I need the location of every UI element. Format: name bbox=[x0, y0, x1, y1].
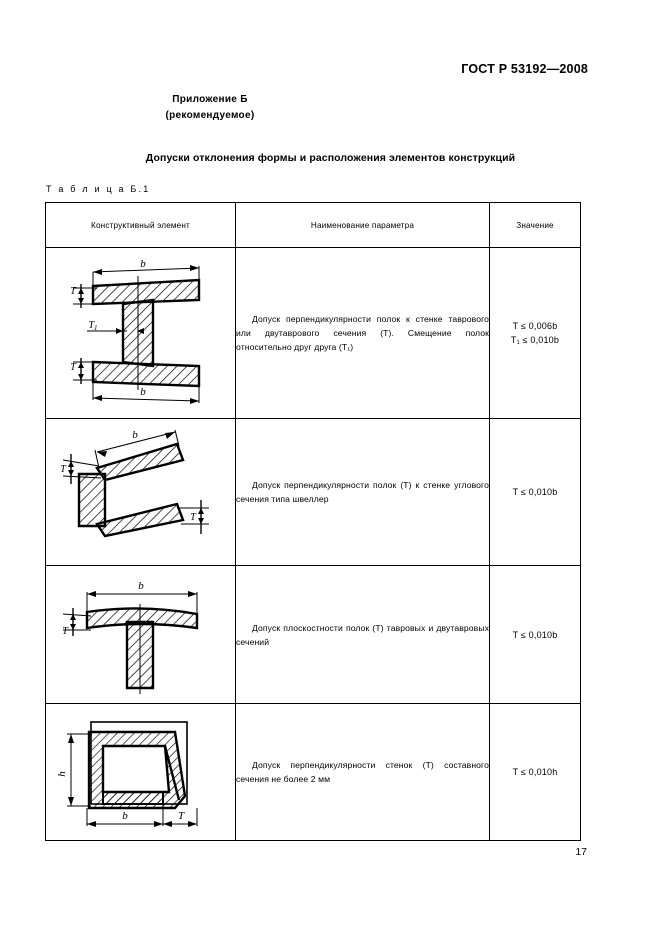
table-row: b T bbox=[45, 418, 581, 566]
value-line: T ≤ 0,010h bbox=[512, 767, 558, 777]
dim-label-T-left: T bbox=[60, 464, 67, 475]
appendix-kind: (рекомендуемое) bbox=[165, 110, 255, 121]
dim-label-T: T bbox=[177, 810, 184, 822]
value-line: T₁ ≤ 0,010b bbox=[510, 335, 560, 345]
table-caption: Т а б л и ц а Б.1 bbox=[46, 184, 151, 194]
dim-label-b-top: b bbox=[140, 258, 146, 270]
dim-label-h: h bbox=[57, 771, 68, 777]
value-line: T ≤ 0,010b bbox=[512, 629, 558, 640]
value-cell: T ≤ 0,010h bbox=[489, 703, 581, 841]
parameter-cell: Допуск перпендикулярности стенок (T) сос… bbox=[235, 703, 490, 841]
t-section-cross-section: b T bbox=[62, 580, 198, 694]
tolerance-table: Конструктивный элемент Наименование пара… bbox=[45, 202, 581, 841]
figure-cell-box-section: h b T bbox=[45, 703, 236, 841]
parameter-text: Допуск плоскостности полок (T) тавровых … bbox=[236, 622, 489, 647]
appendix-label: Приложение Б bbox=[172, 94, 248, 105]
dim-label-T-top: T bbox=[70, 286, 77, 297]
dim-label-b-bottom: b bbox=[140, 386, 146, 398]
appendix-heading: Приложение Б (рекомендуемое) bbox=[0, 92, 420, 124]
value-cell: T ≤ 0,006b T₁ ≤ 0,010b bbox=[489, 247, 581, 419]
figure-cell-channel: b T bbox=[45, 418, 236, 566]
column-header-element: Конструктивный элемент bbox=[45, 202, 236, 248]
figure-cell-i-beam: b b bbox=[45, 247, 236, 419]
table-header-row: Конструктивный элемент Наименование пара… bbox=[45, 202, 581, 248]
parameter-cell: Допуск перпендикулярности полок к стенке… bbox=[235, 247, 490, 419]
value-cell: T ≤ 0,010b bbox=[489, 565, 581, 704]
parameter-text: Допуск перпендикулярности стенок (T) сос… bbox=[236, 760, 489, 784]
parameter-cell: Допуск перпендикулярности полок (T) к ст… bbox=[235, 418, 490, 566]
dim-label-T-right: T bbox=[190, 512, 197, 523]
value-cell: T ≤ 0,010b bbox=[489, 418, 581, 566]
dim-label-T1: T1 bbox=[88, 320, 97, 332]
table-row: h b T bbox=[45, 703, 581, 841]
column-header-parameter: Наименование параметра bbox=[235, 202, 490, 248]
value-line: T ≤ 0,010b bbox=[512, 487, 558, 497]
dim-label-b: b bbox=[138, 580, 144, 592]
parameter-text: Допуск перпендикулярности полок к стенке… bbox=[236, 314, 489, 352]
dim-label-T: T bbox=[62, 626, 69, 637]
column-header-value: Значение bbox=[489, 202, 581, 248]
page-number: 17 bbox=[575, 846, 587, 858]
i-beam-cross-section: b b bbox=[70, 258, 200, 404]
dim-label-T-bottom: T bbox=[70, 362, 77, 373]
page-title: Допуски отклонения формы и расположения … bbox=[145, 152, 516, 164]
parameter-text: Допуск перпендикулярности полок (T) к ст… bbox=[236, 480, 489, 504]
standard-number: ГОСТ Р 53192—2008 bbox=[461, 62, 588, 76]
dim-label-b: b bbox=[122, 810, 128, 822]
value-line: T ≤ 0,006b bbox=[512, 321, 558, 331]
parameter-cell: Допуск плоскостности полок (T) тавровых … bbox=[235, 565, 490, 704]
dim-label-b: b bbox=[132, 429, 138, 441]
table-row: b b bbox=[45, 247, 581, 419]
figure-cell-t-section: b T bbox=[45, 565, 236, 704]
table-row: b T Допуск плоскостности полок (T) тавро… bbox=[45, 565, 581, 704]
box-section-cross-section: h b T bbox=[57, 721, 197, 827]
channel-cross-section: b T bbox=[60, 429, 209, 538]
